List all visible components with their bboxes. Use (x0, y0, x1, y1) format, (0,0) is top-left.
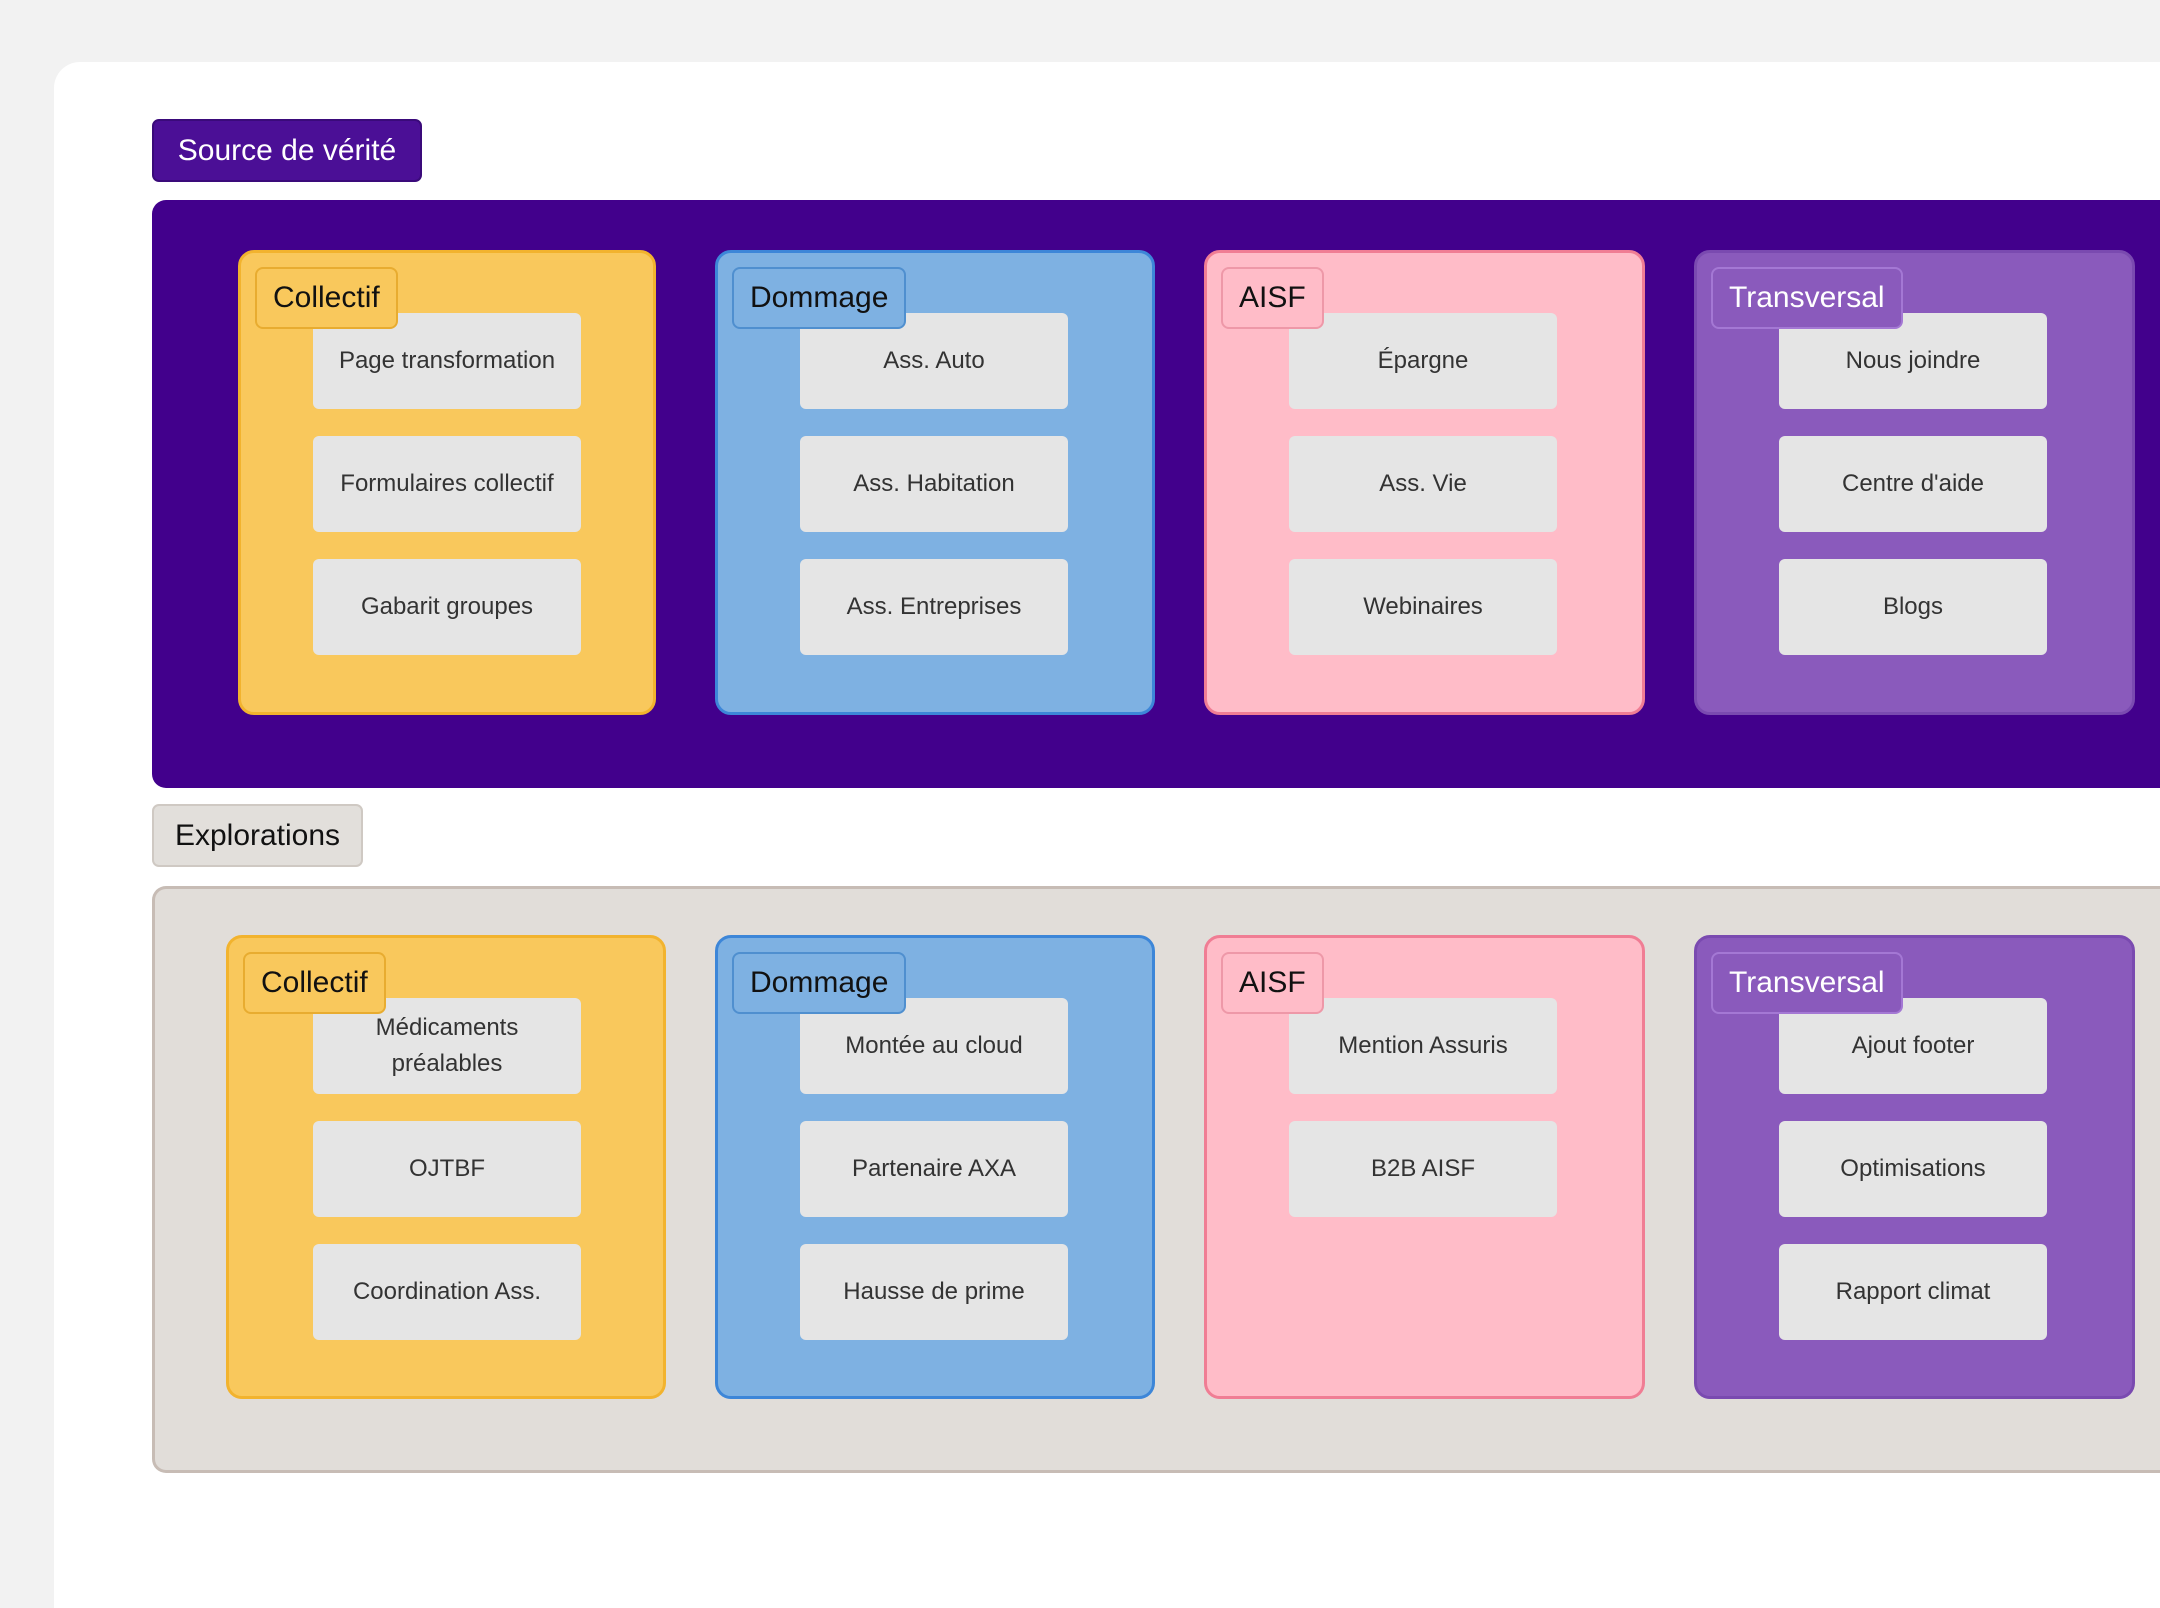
source-group-aisf[interactable]: AISF Épargne Ass. Vie Webinaires (1204, 250, 1645, 715)
source-group-aisf-tag[interactable]: AISF (1221, 267, 1324, 329)
source-group-transversal-tag[interactable]: Transversal (1711, 267, 1903, 329)
source-group-collectif[interactable]: Collectif Page transformation Formulaire… (238, 250, 656, 715)
source-transversal-card[interactable]: Blogs (1779, 559, 2047, 655)
explorations-group-aisf[interactable]: AISF Mention Assuris B2B AISF (1204, 935, 1645, 1399)
source-group-dommage[interactable]: Dommage Ass. Auto Ass. Habitation Ass. E… (715, 250, 1155, 715)
explorations-dommage-card[interactable]: Montée au cloud (800, 998, 1068, 1094)
source-transversal-card[interactable]: Nous joindre (1779, 313, 2047, 409)
source-group-collectif-tag[interactable]: Collectif (255, 267, 398, 329)
source-collectif-card[interactable]: Formulaires collectif (313, 436, 581, 532)
explorations-aisf-card[interactable]: Mention Assuris (1289, 998, 1557, 1094)
source-dommage-card[interactable]: Ass. Auto (800, 313, 1068, 409)
explorations-dommage-card[interactable]: Partenaire AXA (800, 1121, 1068, 1217)
explorations-transversal-card[interactable]: Ajout footer (1779, 998, 2047, 1094)
source-aisf-card[interactable]: Épargne (1289, 313, 1557, 409)
explorations-aisf-card[interactable]: B2B AISF (1289, 1121, 1557, 1217)
source-collectif-card[interactable]: Gabarit groupes (313, 559, 581, 655)
explorations-group-transversal[interactable]: Transversal Ajout footer Optimisations R… (1694, 935, 2135, 1399)
explorations-label[interactable]: Explorations (152, 804, 363, 867)
source-aisf-card[interactable]: Ass. Vie (1289, 436, 1557, 532)
explorations-group-dommage-tag[interactable]: Dommage (732, 952, 907, 1014)
explorations-collectif-card[interactable]: Médicaments préalables (313, 998, 581, 1094)
source-group-transversal[interactable]: Transversal Nous joindre Centre d'aide B… (1694, 250, 2135, 715)
explorations-collectif-card[interactable]: Coordination Ass. (313, 1244, 581, 1340)
source-de-verite-label[interactable]: Source de vérité (152, 119, 422, 182)
explorations-group-transversal-tag[interactable]: Transversal (1711, 952, 1903, 1014)
source-group-dommage-tag[interactable]: Dommage (732, 267, 907, 329)
source-dommage-card[interactable]: Ass. Entreprises (800, 559, 1068, 655)
explorations-group-dommage[interactable]: Dommage Montée au cloud Partenaire AXA H… (715, 935, 1155, 1399)
explorations-transversal-card[interactable]: Optimisations (1779, 1121, 2047, 1217)
source-dommage-card[interactable]: Ass. Habitation (800, 436, 1068, 532)
source-aisf-card[interactable]: Webinaires (1289, 559, 1557, 655)
explorations-group-collectif[interactable]: Collectif Médicaments préalables OJTBF C… (226, 935, 666, 1399)
explorations-group-aisf-tag[interactable]: AISF (1221, 952, 1324, 1014)
source-transversal-card[interactable]: Centre d'aide (1779, 436, 2047, 532)
explorations-transversal-card[interactable]: Rapport climat (1779, 1244, 2047, 1340)
explorations-collectif-card[interactable]: OJTBF (313, 1121, 581, 1217)
explorations-group-collectif-tag[interactable]: Collectif (243, 952, 386, 1014)
source-collectif-card[interactable]: Page transformation (313, 313, 581, 409)
explorations-dommage-card[interactable]: Hausse de prime (800, 1244, 1068, 1340)
